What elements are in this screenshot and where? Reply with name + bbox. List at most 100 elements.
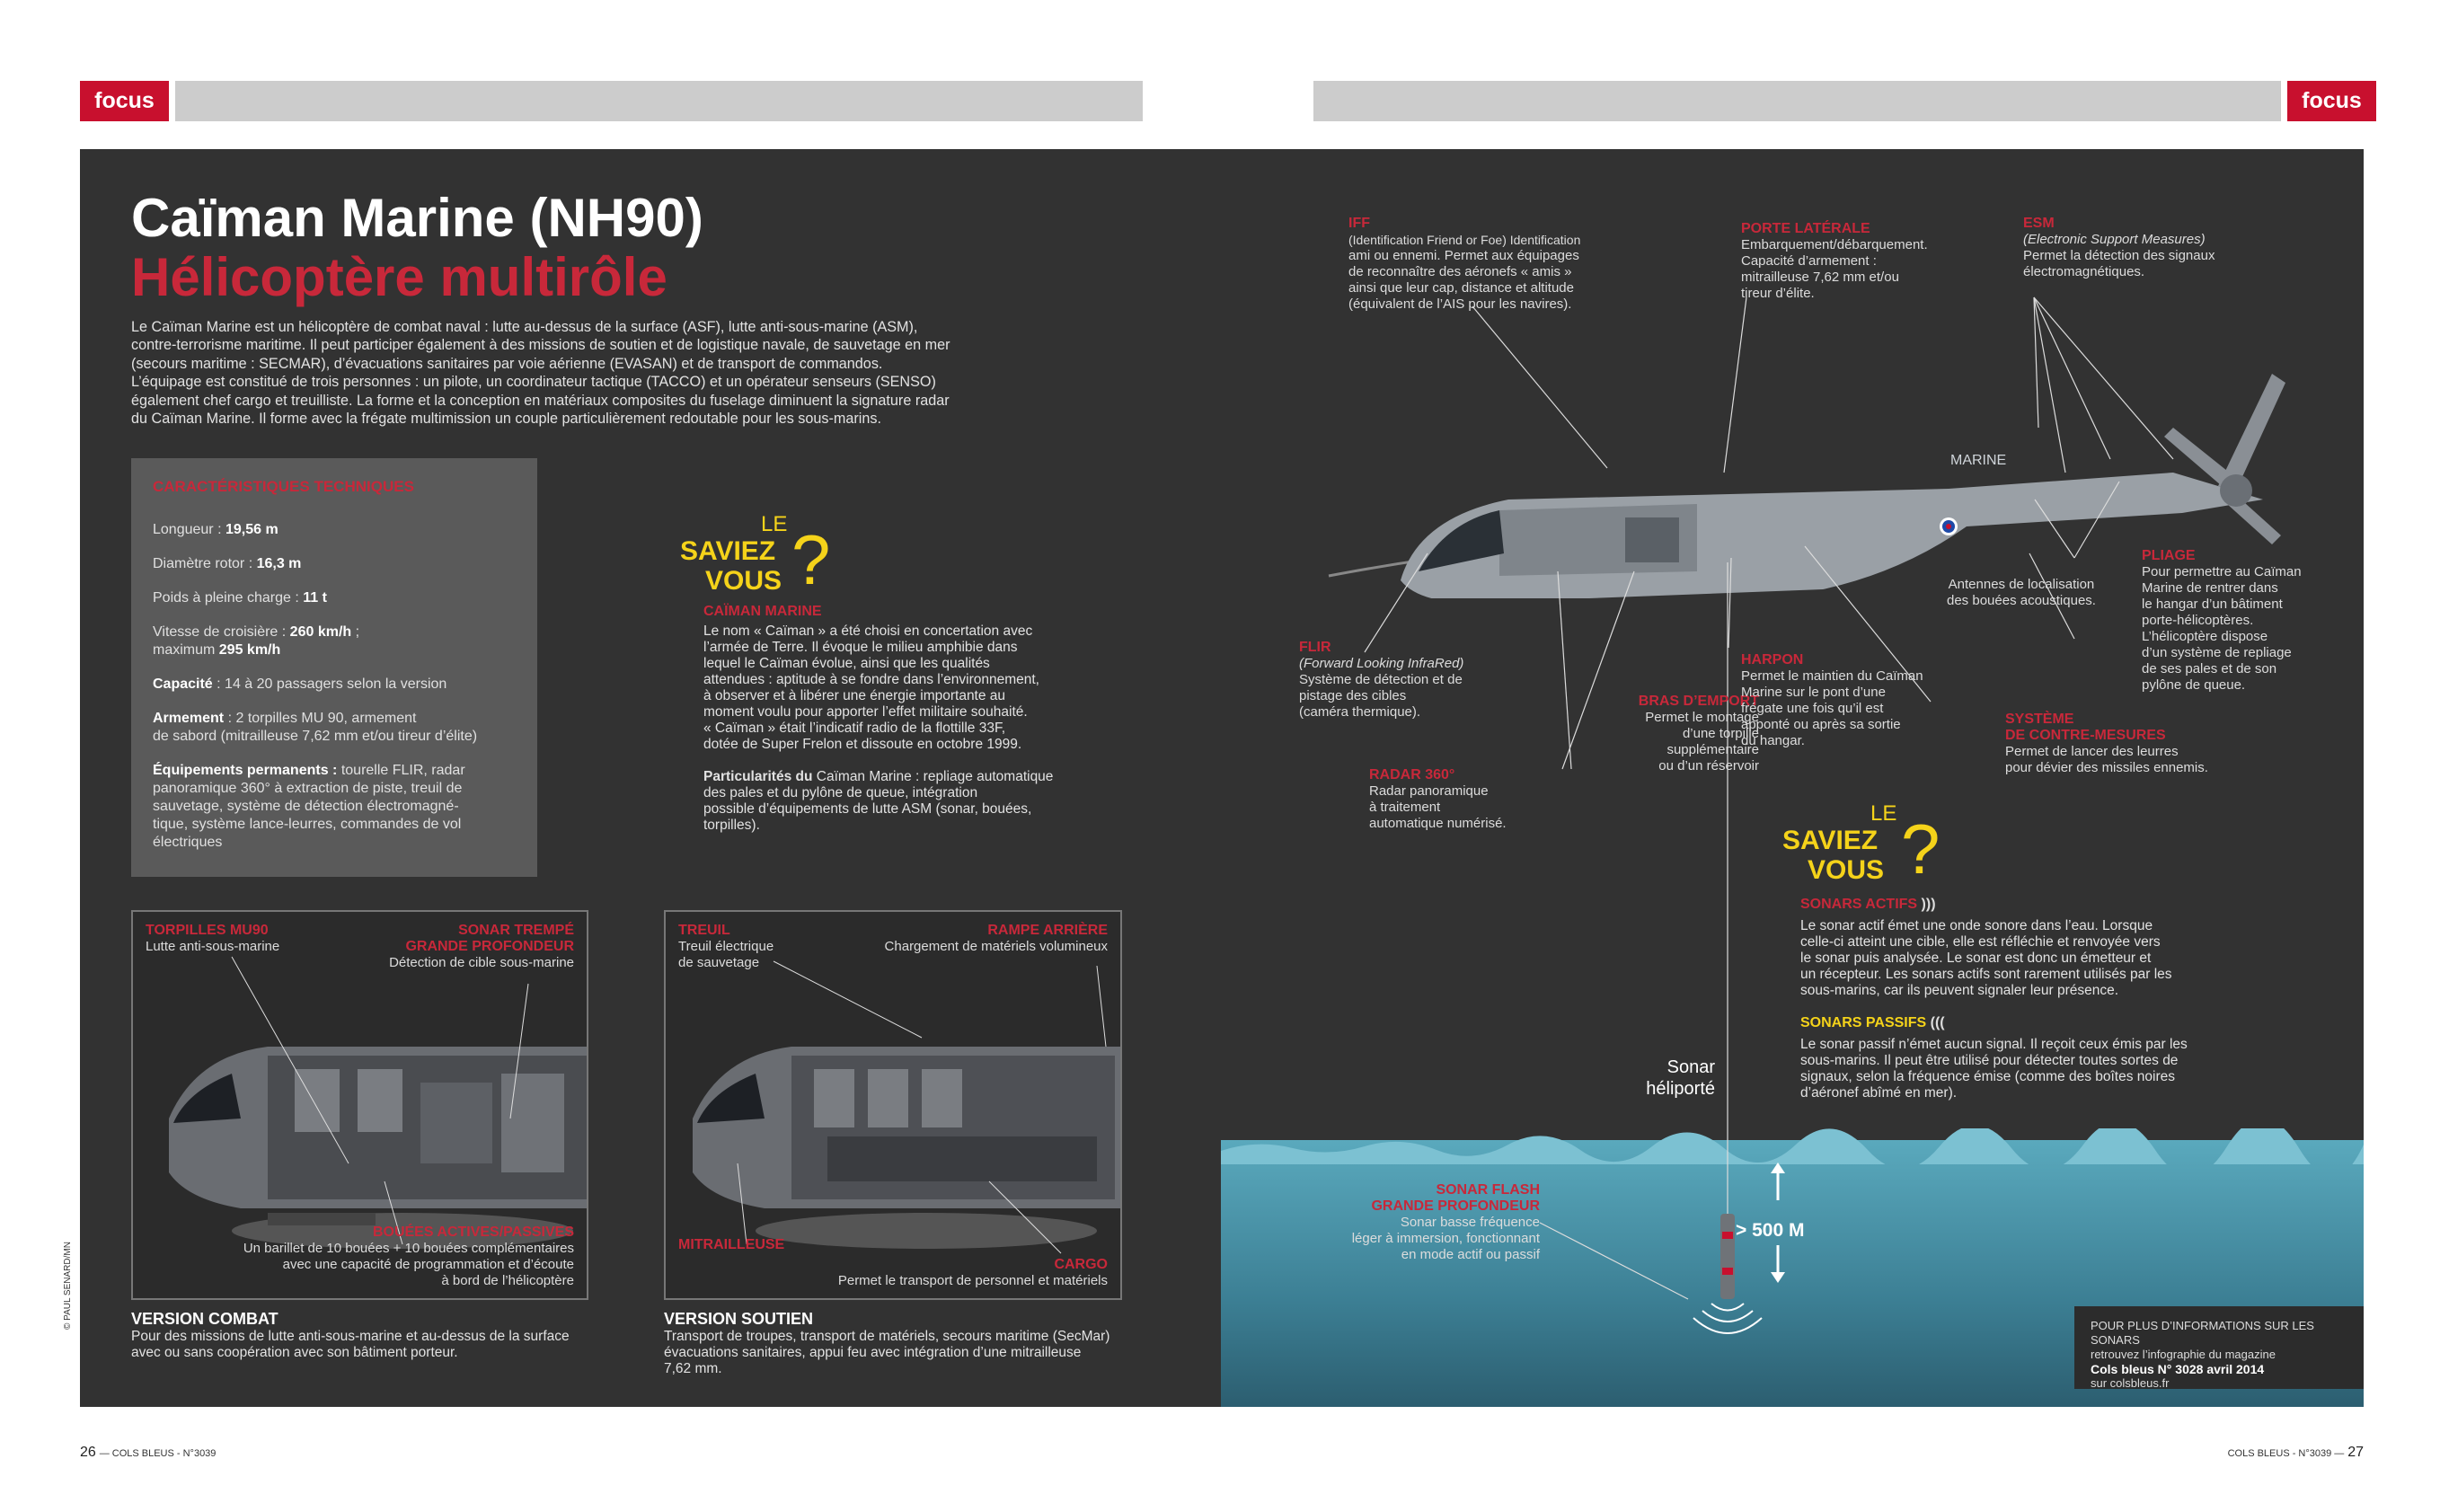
antennes-line: Antennes de localisation bbox=[1948, 577, 2095, 592]
char-rotor: Diamètre rotor : 16,3 m bbox=[153, 556, 302, 571]
heliporte-line: héliporté bbox=[1646, 1079, 1715, 1099]
cargo-desc: Permet le transport de personnel et maté… bbox=[837, 1273, 1108, 1288]
actifs-line: celle-ci atteint une cible, elle est réf… bbox=[1800, 934, 2161, 950]
combat-helicopter-cutaway bbox=[133, 912, 587, 1298]
pliage-line: d’un système de repliage bbox=[2142, 645, 2292, 660]
mitrailleuse-label: MITRAILLEUSE bbox=[678, 1237, 785, 1252]
soutien-helicopter-cutaway bbox=[666, 912, 1120, 1298]
caiman-helicopter-illustration bbox=[1328, 374, 2285, 598]
intro-line: (secours maritime : SECMAR), d’évacuatio… bbox=[131, 355, 883, 372]
focus-tag-right: focus bbox=[2287, 81, 2376, 121]
title-line-2: Hélicoptère multirôle bbox=[131, 247, 667, 307]
harpon-title: HARPON bbox=[1741, 652, 1804, 668]
info-line: retrouvez l’infographie du magazine bbox=[2091, 1348, 2276, 1361]
actifs-line: le sonar puis analysée. Le sonar est don… bbox=[1800, 951, 2152, 966]
intro-text: Le Caïman Marine est un hélicoptère de c… bbox=[131, 318, 1209, 428]
label-porte-laterale: PORTE LATÉRALE Embarquement/débarquement… bbox=[1741, 221, 1928, 302]
dyk-line: « Caïman » était l’indicatif radio de la… bbox=[703, 721, 1006, 736]
porte-line: tireur d’élite. bbox=[1741, 286, 1815, 301]
header-bar-left bbox=[175, 81, 1143, 121]
flir-title: FLIR bbox=[1299, 640, 1331, 655]
label-harpon: HARPON Permet le maintien du Caïman Mari… bbox=[1741, 652, 1923, 749]
harpon-line: frégate une fois qu’il est bbox=[1741, 701, 1884, 716]
did-you-know-text-1: CAÏMAN MARINE Le nom « Caïman » a été ch… bbox=[703, 604, 1126, 834]
flir-line: pistage des cibles bbox=[1299, 688, 1407, 703]
esm-line: (Electronic Support Measures) bbox=[2023, 232, 2206, 247]
info-line: sur colsbleus.fr bbox=[2091, 1376, 2170, 1390]
harpon-line: Marine sur le pont d’une bbox=[1741, 685, 1886, 700]
sea-surface bbox=[1221, 1128, 2364, 1164]
torpilles-desc: Lutte anti-sous-marine bbox=[146, 939, 280, 954]
bouees-desc: à bord de l’hélicoptère bbox=[441, 1273, 574, 1288]
iff-line: (Identification Friend or Foe) Identific… bbox=[1348, 233, 1581, 247]
pliage-line: Pour permettre au Caïman bbox=[2142, 564, 2302, 579]
header-bar-right bbox=[1313, 81, 2281, 121]
characteristics-title: CARACTÉRISTIQUES TECHNIQUES bbox=[153, 478, 414, 495]
bras-line: supplémentaire bbox=[1666, 742, 1759, 757]
part-line: possible d’équipements de lutte ASM (son… bbox=[703, 801, 1032, 817]
intro-line: contre-terrorisme maritime. Il peut part… bbox=[131, 337, 950, 354]
sonar-heliporte-label: Sonar héliporté bbox=[1589, 1057, 1715, 1100]
radar-title: RADAR 360° bbox=[1369, 767, 1455, 783]
flir-line: Système de détection et de bbox=[1299, 672, 1463, 687]
page-number-right: 27 bbox=[2347, 1445, 2364, 1460]
iff-line: (équivalent de l’AIS pour les navires). bbox=[1348, 296, 1572, 312]
bouees-label-group: BOUÉES ACTIVES/PASSIVES Un barillet de 1… bbox=[243, 1225, 574, 1289]
pliage-line: de ses pales et de son bbox=[2142, 661, 2277, 676]
part-label: Particularités du bbox=[703, 769, 813, 784]
treuil-label-group: TREUIL Treuil électrique de sauvetage bbox=[678, 923, 774, 971]
torpilles-label: TORPILLES MU90 bbox=[146, 923, 269, 938]
pliage-line: Marine de rentrer dans bbox=[2142, 580, 2278, 596]
char-equipment: Équipements permanents : tourelle FLIR, … bbox=[153, 763, 465, 850]
heli-marine-text: MARINE bbox=[1950, 453, 2007, 468]
pliage-title: PLIAGE bbox=[2142, 548, 2196, 563]
combat-text: Pour des missions de lutte anti-sous-mar… bbox=[131, 1329, 570, 1344]
bouees-label: BOUÉES ACTIVES/PASSIVES bbox=[372, 1225, 574, 1240]
contre-line: Permet de lancer des leurres bbox=[2005, 744, 2179, 759]
radar-line: à traitement bbox=[1369, 800, 1441, 815]
torpilles-label-group: TORPILLES MU90 Lutte anti-sous-marine bbox=[146, 923, 279, 955]
char-capacity: Capacité : 14 à 20 passagers selon la ve… bbox=[153, 676, 447, 692]
rampe-label-group: RAMPE ARRIÈRE Chargement de matériels vo… bbox=[885, 923, 1108, 955]
esm-line: électromagnétiques. bbox=[2023, 264, 2145, 279]
page-title: Caïman Marine (NH90) Hélicoptère multirô… bbox=[131, 189, 703, 307]
esm-line: Permet la détection des signaux bbox=[2023, 248, 2215, 263]
radar-line: automatique numérisé. bbox=[1369, 816, 1507, 831]
bouees-desc: avec une capacité de programmation et d’… bbox=[282, 1257, 574, 1272]
pliage-line: L’hélicoptère dispose bbox=[2142, 629, 2268, 644]
cargo-label: CARGO bbox=[1054, 1257, 1108, 1272]
dyk-line: Le nom « Caïman » a été choisi en concer… bbox=[703, 623, 1033, 639]
sonar-flash-line: Sonar basse fréquence bbox=[1400, 1215, 1540, 1230]
page-number-left: 26 bbox=[80, 1445, 96, 1460]
porte-title: PORTE LATÉRALE bbox=[1741, 221, 1870, 236]
contre-line: pour dévier des missiles ennemis. bbox=[2005, 760, 2208, 775]
label-radar: RADAR 360° Radar panoramique à traitemen… bbox=[1369, 767, 1507, 832]
sonar-flash-title-2: GRANDE PROFONDEUR bbox=[1371, 1198, 1540, 1214]
soutien-version-box: TREUIL Treuil électrique de sauvetage RA… bbox=[664, 910, 1122, 1300]
bras-title: BRAS D’EMPORT bbox=[1638, 694, 1759, 709]
iff-line: ami ou ennemi. Permet aux équipages bbox=[1348, 248, 1579, 263]
label-contre-mesures: SYSTÈME DE CONTRE-MESURES Permet de lanc… bbox=[2005, 712, 2208, 776]
caiman-heading: CAÏMAN MARINE bbox=[703, 604, 822, 619]
actifs-line: un récepteur. Les sonars actifs sont rar… bbox=[1800, 967, 2172, 982]
badge-vous: VOUS bbox=[1808, 855, 1885, 885]
sonar-trempe-label-group: SONAR TREMPÉ GRANDE PROFONDEUR Détection… bbox=[389, 923, 574, 971]
treuil-label: TREUIL bbox=[678, 923, 730, 938]
passifs-line: sous-marins. Il peut être utilisé pour d… bbox=[1800, 1053, 2179, 1068]
label-esm: ESM (Electronic Support Measures) Permet… bbox=[2023, 216, 2215, 280]
sonar-trempe-desc: Détection de cible sous-marine bbox=[389, 955, 574, 970]
soutien-text: Transport de troupes, transport de matér… bbox=[664, 1329, 1110, 1344]
combat-text: avec ou sans coopération avec son bâtime… bbox=[131, 1345, 458, 1360]
porte-line: mitrailleuse 7,62 mm et/ou bbox=[1741, 270, 1899, 285]
treuil-desc: de sauvetage bbox=[678, 955, 760, 970]
badge-saviez: SAVIEZ bbox=[1782, 826, 1879, 855]
footer-right: COLS BLEUS - N°3039 — 27 bbox=[2228, 1445, 2364, 1461]
harpon-line: Permet le maintien du Caïman bbox=[1741, 668, 1923, 684]
intro-line: Le Caïman Marine est un hélicoptère de c… bbox=[131, 319, 918, 335]
bras-line: ou d’un réservoir bbox=[1658, 758, 1759, 774]
rampe-desc: Chargement de matériels volumineux bbox=[884, 939, 1108, 954]
dyk-line: lequel le Caïman évolue, ainsi que les q… bbox=[703, 656, 990, 671]
porte-line: Embarquement/débarquement. bbox=[1741, 237, 1928, 252]
did-you-know-text-2: SONARS ACTIFS ))) Le sonar actif émet un… bbox=[1800, 897, 2250, 1101]
intro-line: également chef cargo et treuilliste. La … bbox=[131, 392, 950, 409]
